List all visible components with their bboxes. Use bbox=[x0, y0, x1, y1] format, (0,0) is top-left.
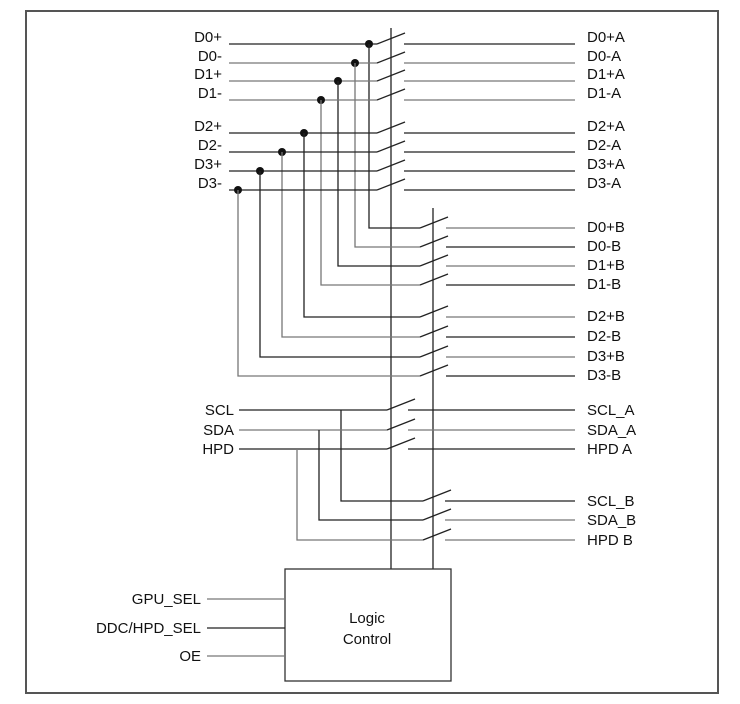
ddc-output-b-label-2: HPD B bbox=[587, 532, 633, 549]
output-b-label-6: D3+B bbox=[587, 348, 625, 365]
ddc-switch-a-2 bbox=[386, 437, 416, 450]
switch-a-5 bbox=[376, 140, 406, 153]
output-b-label-4: D2+B bbox=[587, 308, 625, 325]
ddc-switch-a-1 bbox=[386, 418, 416, 431]
logic-label-line1: Logic bbox=[349, 610, 385, 627]
switch-b-6 bbox=[419, 345, 449, 358]
switch-b-3 bbox=[419, 273, 449, 286]
output-a-label-1: D0-A bbox=[587, 48, 621, 65]
tap-wire-b-6 bbox=[259, 171, 420, 358]
output-b-label-7: D3-B bbox=[587, 367, 621, 384]
tap-wire-b-1 bbox=[354, 63, 420, 248]
ddc-output-b-label-0: SCL_B bbox=[587, 493, 635, 510]
switch-a-3 bbox=[376, 88, 406, 101]
control-input-label-2: OE bbox=[179, 648, 201, 665]
output-b-label-5: D2-B bbox=[587, 328, 621, 345]
switch-b-4 bbox=[419, 305, 449, 318]
tap-wire-b-3 bbox=[320, 100, 420, 286]
ddc-tap-wire-1 bbox=[318, 430, 423, 521]
ddc-tap-wire-2 bbox=[296, 449, 423, 541]
switch-a-7 bbox=[376, 178, 406, 191]
tap-wire-b-7 bbox=[237, 190, 420, 377]
switch-a-4 bbox=[376, 121, 406, 134]
switch-b-0 bbox=[419, 216, 449, 229]
input-label-2: D1+ bbox=[194, 66, 222, 83]
output-b-label-1: D0-B bbox=[587, 238, 621, 255]
tap-wire-b-0 bbox=[368, 44, 420, 229]
tap-wire-b-5 bbox=[281, 152, 420, 338]
diagram-frame bbox=[25, 10, 719, 694]
output-a-label-4: D2+A bbox=[587, 118, 625, 135]
switch-b-1 bbox=[419, 235, 449, 248]
input-label-0: D0+ bbox=[194, 29, 222, 46]
ddc-switch-b-0 bbox=[422, 489, 452, 502]
switch-a-0 bbox=[376, 32, 406, 45]
control-input-label-0: GPU_SEL bbox=[132, 591, 201, 608]
output-a-label-5: D2-A bbox=[587, 137, 621, 154]
ddc-input-label-2: HPD bbox=[202, 441, 234, 458]
ddc-output-b-label-1: SDA_B bbox=[587, 512, 636, 529]
ddc-output-a-label-2: HPD A bbox=[587, 441, 632, 458]
tap-wire-b-4 bbox=[303, 133, 420, 318]
ddc-switch-b-2 bbox=[422, 528, 452, 541]
ddc-output-a-label-1: SDA_A bbox=[587, 422, 636, 439]
ddc-switch-a-0 bbox=[386, 398, 416, 411]
output-a-label-3: D1-A bbox=[587, 85, 621, 102]
output-b-label-2: D1+B bbox=[587, 257, 625, 274]
input-label-5: D2- bbox=[198, 137, 222, 154]
control-input-label-1: DDC/HPD_SEL bbox=[96, 620, 201, 637]
output-a-label-2: D1+A bbox=[587, 66, 625, 83]
output-a-label-0: D0+A bbox=[587, 29, 625, 46]
input-label-6: D3+ bbox=[194, 156, 222, 173]
input-label-7: D3- bbox=[198, 175, 222, 192]
switch-a-1 bbox=[376, 51, 406, 64]
input-label-3: D1- bbox=[198, 85, 222, 102]
switch-a-6 bbox=[376, 159, 406, 172]
logic-control-block bbox=[284, 568, 452, 682]
ddc-switch-b-1 bbox=[422, 508, 452, 521]
input-label-4: D2+ bbox=[194, 118, 222, 135]
switch-b-2 bbox=[419, 254, 449, 267]
switch-b-7 bbox=[419, 364, 449, 377]
switch-b-5 bbox=[419, 325, 449, 338]
logic-label-line2: Control bbox=[343, 631, 391, 648]
output-a-label-7: D3-A bbox=[587, 175, 621, 192]
input-label-1: D0- bbox=[198, 48, 222, 65]
ddc-tap-wire-0 bbox=[340, 410, 423, 502]
ddc-input-label-1: SDA bbox=[203, 422, 234, 439]
tap-wire-b-2 bbox=[337, 81, 420, 267]
output-b-label-3: D1-B bbox=[587, 276, 621, 293]
output-b-label-0: D0+B bbox=[587, 219, 625, 236]
ddc-output-a-label-0: SCL_A bbox=[587, 402, 635, 419]
output-a-label-6: D3+A bbox=[587, 156, 625, 173]
ddc-input-label-0: SCL bbox=[205, 402, 234, 419]
switch-a-2 bbox=[376, 69, 406, 82]
